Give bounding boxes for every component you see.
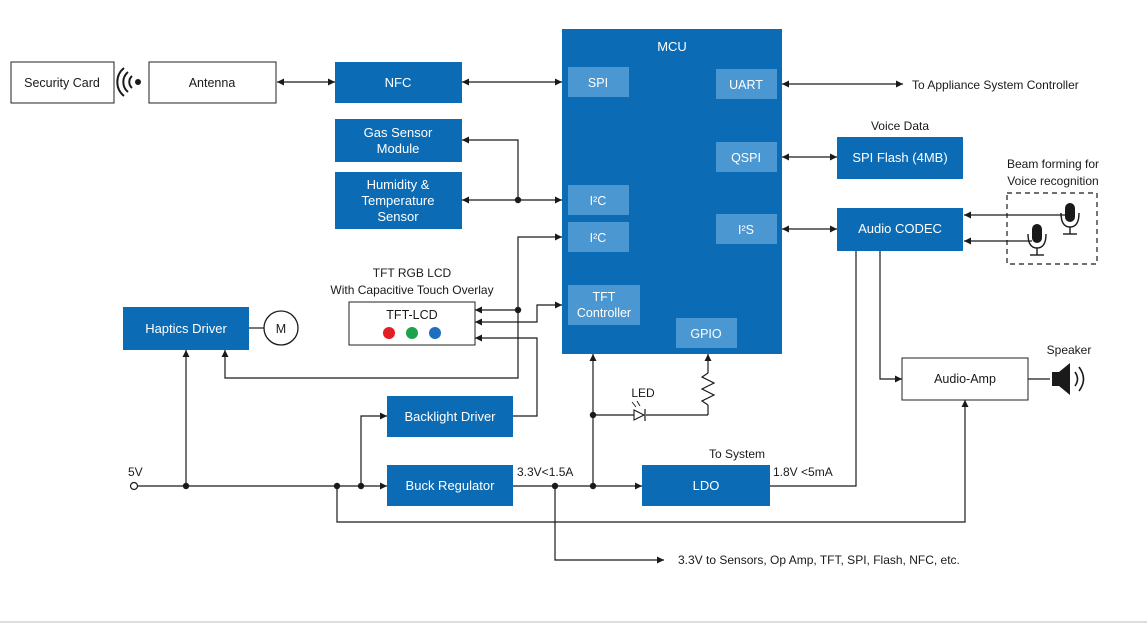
antenna-box	[148, 61, 277, 104]
microphone-icon	[1060, 203, 1080, 235]
security-card-box	[10, 61, 115, 104]
backlight-driver-block	[387, 396, 513, 437]
wireless-icon	[116, 67, 141, 97]
audio-codec-label: Audio CODEC	[858, 221, 942, 236]
audio-codec-block	[837, 208, 963, 251]
mcu-port-spi-label: SPI	[588, 76, 608, 90]
green-led-icon	[406, 327, 418, 339]
spi-flash-block	[837, 137, 963, 179]
tft-rgb-caption-1: TFT RGB LCD	[373, 266, 452, 280]
speaker-label: Speaker	[1047, 343, 1092, 357]
mcu-label: MCU	[657, 39, 687, 54]
blue-led-icon	[429, 327, 441, 339]
gas-sensor-label-1: Gas Sensor	[364, 125, 433, 140]
junction-dots	[129, 196, 597, 491]
mcu-port-spi	[568, 67, 629, 97]
haptics-driver-label: Haptics Driver	[145, 321, 227, 336]
mcu-port-i2s	[716, 214, 777, 244]
3v3-label: 3.3V<1.5A	[517, 465, 573, 479]
mcu-port-i2c-1-label: I²C	[590, 194, 607, 208]
humidity-label-2: Temperature	[362, 193, 435, 208]
haptics-driver-block	[123, 307, 249, 350]
tft-controller-label-2: Controller	[577, 306, 631, 320]
nfc-label: NFC	[385, 75, 412, 90]
5v-label: 5V	[128, 465, 143, 479]
ldo-block	[642, 465, 770, 506]
mcu-port-i2c-2	[568, 222, 629, 252]
mcu-port-gpio-label: GPIO	[690, 327, 722, 341]
mcu-port-uart-label: UART	[729, 78, 763, 92]
humidity-label-1: Humidity &	[367, 177, 430, 192]
to-system-label: To System	[709, 447, 765, 461]
mic-array-box	[1006, 192, 1098, 265]
mcu-port-tft-controller	[568, 285, 640, 325]
red-led-icon	[383, 327, 395, 339]
mcu-port-i2c-2-label: I²C	[590, 231, 607, 245]
mcu-port-i2s-label: I²S	[738, 223, 754, 237]
motor-label: M	[276, 322, 286, 336]
led-label: LED	[631, 386, 655, 400]
audio-amp-box	[901, 357, 1029, 401]
ldo-label: LDO	[693, 478, 720, 493]
security-card-label: Security Card	[24, 76, 100, 90]
nfc-block	[335, 62, 462, 103]
buck-regulator-block	[387, 465, 513, 506]
led-icon	[631, 400, 646, 421]
spi-flash-label: SPI Flash (4MB)	[852, 150, 947, 165]
humidity-label-3: Sensor	[377, 209, 419, 224]
gas-sensor-block	[335, 119, 462, 162]
wires	[136, 78, 1065, 564]
gas-sensor-label-2: Module	[377, 141, 420, 156]
beam-forming-label-2: Voice recognition	[1007, 174, 1098, 188]
mcu-port-gpio	[676, 318, 737, 348]
mcu-port-uart	[716, 69, 777, 99]
speaker-icon	[1052, 363, 1085, 395]
beam-forming-label-1: Beam forming for	[1007, 157, 1099, 171]
motor-icon	[263, 310, 299, 346]
backlight-driver-label: Backlight Driver	[404, 409, 496, 424]
buck-regulator-label: Buck Regulator	[406, 478, 496, 493]
sensors-rail-label: 3.3V to Sensors, Op Amp, TFT, SPI, Flash…	[678, 553, 960, 567]
antenna-label: Antenna	[189, 76, 236, 90]
tft-lcd-label: TFT-LCD	[386, 308, 437, 322]
appliance-label: To Appliance System Controller	[912, 78, 1079, 92]
humidity-sensor-block	[335, 172, 462, 229]
mcu-port-qspi-label: QSPI	[731, 151, 761, 165]
audio-amp-label: Audio-Amp	[934, 372, 996, 386]
microphone-icon	[1027, 224, 1047, 256]
voice-data-label: Voice Data	[871, 119, 929, 133]
mcu-port-i2c-1	[568, 185, 629, 215]
tft-rgb-caption-2: With Capacitive Touch Overlay	[330, 283, 493, 297]
1v8-label: 1.8V <5mA	[773, 465, 833, 479]
mcu-port-qspi	[716, 142, 777, 172]
tft-controller-label-1: TFT	[593, 290, 616, 304]
